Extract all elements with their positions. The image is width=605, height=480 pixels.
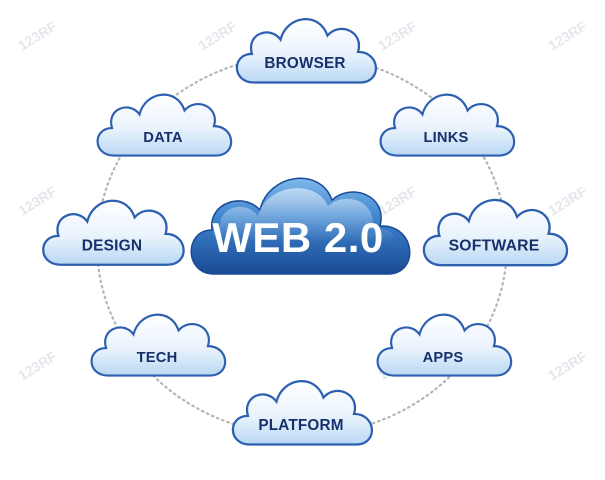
cloud-label-tech: TECH — [137, 350, 178, 366]
cloud-label-design: DESIGN — [82, 237, 142, 254]
cloud-label-data: DATA — [143, 130, 183, 146]
cloud-node-links: LINKS — [379, 93, 516, 157]
cloud-node-design: DESIGN — [42, 199, 185, 266]
cloud-label-software: SOFTWARE — [449, 238, 540, 255]
cloud-label-apps: APPS — [423, 350, 464, 366]
watermark-text: 123RF — [15, 18, 59, 54]
cloud-shape-software — [422, 198, 569, 267]
cloud-label-browser: BROWSER — [264, 55, 345, 72]
center-cloud: WEB 2.0 — [190, 177, 411, 275]
watermark-text: 123RF — [15, 183, 59, 219]
cloud-shape-browser — [235, 18, 377, 84]
cloud-label-platform: PLATFORM — [258, 417, 343, 434]
cloud-node-apps: APPS — [376, 313, 513, 377]
center-label: WEB 2.0 — [212, 214, 384, 261]
cloud-nodes: BROWSER LINKS SOFTWARE APPS PLATFORM TECH DESI… — [42, 18, 569, 446]
cloud-node-software: SOFTWARE — [422, 198, 569, 267]
watermark-text: 123RF — [545, 348, 589, 384]
watermark-text: 123RF — [375, 18, 419, 54]
cloud-node-data: DATA — [96, 93, 233, 157]
cloud-node-platform: PLATFORM — [231, 380, 373, 446]
cloud-shape-platform — [231, 380, 373, 446]
cloud-node-tech: TECH — [90, 313, 227, 377]
watermark-text: 123RF — [545, 183, 589, 219]
watermark-text: 123RF — [195, 18, 239, 54]
cloud-label-links: LINKS — [423, 130, 468, 146]
cloud-shape-design — [42, 199, 185, 266]
watermark-text: 123RF — [15, 348, 59, 384]
cloud-shape-apps — [376, 313, 513, 377]
cloud-shape-links — [379, 93, 516, 157]
cloud-shape-data — [96, 93, 233, 157]
cloud-shape-tech — [90, 313, 227, 377]
center-cloud-shine — [212, 188, 394, 242]
watermark-text: 123RF — [545, 18, 589, 54]
cloud-node-browser: BROWSER — [235, 18, 377, 84]
